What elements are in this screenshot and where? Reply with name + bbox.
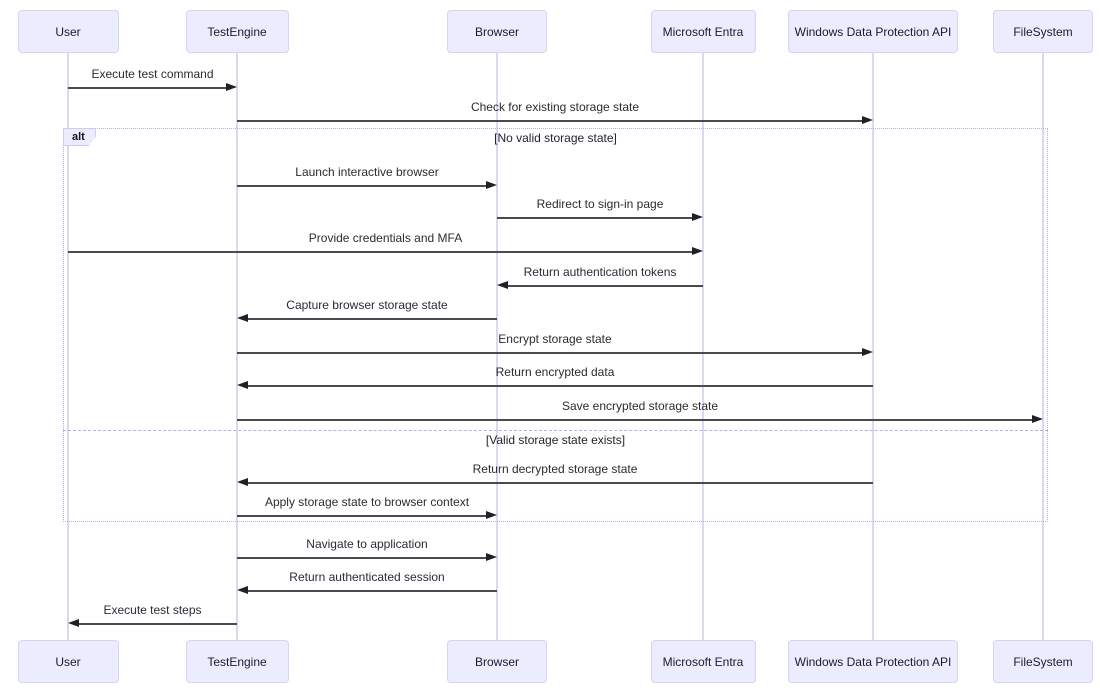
lifeline-filesystem [1042,53,1044,640]
lifeline-browser [496,53,498,640]
lifeline-entra [702,53,704,640]
message-label-execute-test-steps: Execute test steps [103,603,202,617]
lifeline-user [67,53,69,640]
message-label-return-authenticated-session: Return authenticated session [289,570,445,584]
alt-frame [63,128,1048,522]
arrowhead-launch-interactive-browser [486,181,497,189]
message-line-execute-test-command [68,87,227,89]
participant-filesystem-top: FileSystem [993,10,1093,53]
message-line-apply-storage-state-to-browser-context [237,515,487,517]
message-label-navigate-to-application: Navigate to application [306,537,428,551]
lifeline-testengine [236,53,238,640]
arrowhead-execute-test-steps [68,619,79,627]
arrowhead-return-decrypted-storage-state [237,478,248,486]
alt-else-divider [63,430,1048,431]
message-label-return-authentication-tokens: Return authentication tokens [523,265,677,279]
message-line-return-decrypted-storage-state [247,482,873,484]
message-label-provide-credentials-and-mfa: Provide credentials and MFA [308,231,463,245]
participant-browser-bottom: Browser [447,640,547,683]
participant-entra-bottom: Microsoft Entra [650,640,756,683]
arrowhead-capture-browser-storage-state [237,314,248,322]
message-line-navigate-to-application [237,557,487,559]
message-line-return-authenticated-session [247,590,497,592]
arrowhead-return-authentication-tokens [497,281,508,289]
arrowhead-check-for-existing-storage-state [862,116,873,124]
arrowhead-return-encrypted-data [237,381,248,389]
message-line-provide-credentials-and-mfa [68,251,693,253]
message-label-check-for-existing-storage-state: Check for existing storage state [470,100,640,114]
message-label-apply-storage-state-to-browser-context: Apply storage state to browser context [264,495,470,509]
message-line-execute-test-steps [78,623,237,625]
lifeline-wdpapi [872,53,874,640]
participant-wdpapi-top: Windows Data Protection API [788,10,958,53]
message-line-redirect-to-sign-in-page [497,217,693,219]
message-label-redirect-to-sign-in-page: Redirect to sign-in page [536,197,664,211]
arrowhead-provide-credentials-and-mfa [692,247,703,255]
participant-user-bottom: User [17,640,119,683]
message-label-encrypt-storage-state: Encrypt storage state [498,332,612,346]
message-line-capture-browser-storage-state [247,318,497,320]
message-label-return-encrypted-data: Return encrypted data [495,365,615,379]
participant-user-top: User [17,10,119,53]
arrowhead-return-authenticated-session [237,586,248,594]
message-line-launch-interactive-browser [237,185,487,187]
participant-filesystem-bottom: FileSystem [993,640,1093,683]
participant-browser-top: Browser [447,10,547,53]
participant-entra-top: Microsoft Entra [650,10,756,53]
alt-label: alt [63,128,96,146]
message-label-capture-browser-storage-state: Capture browser storage state [286,298,448,312]
arrowhead-execute-test-command [226,83,237,91]
alt-condition-0: [No valid storage state] [494,131,617,145]
participant-testengine-top: TestEngine [185,10,289,53]
message-line-check-for-existing-storage-state [237,120,863,122]
arrowhead-redirect-to-sign-in-page [692,213,703,221]
message-label-launch-interactive-browser: Launch interactive browser [295,165,439,179]
arrowhead-apply-storage-state-to-browser-context [486,511,497,519]
participant-testengine-bottom: TestEngine [185,640,289,683]
message-label-execute-test-command: Execute test command [91,67,214,81]
alt-condition-1: [Valid storage state exists] [485,433,626,447]
message-line-save-encrypted-storage-state [237,419,1033,421]
arrowhead-navigate-to-application [486,553,497,561]
arrowhead-encrypt-storage-state [862,348,873,356]
message-line-return-authentication-tokens [507,285,703,287]
message-label-save-encrypted-storage-state: Save encrypted storage state [561,399,719,413]
message-line-return-encrypted-data [247,385,873,387]
message-label-return-decrypted-storage-state: Return decrypted storage state [472,462,638,476]
arrowhead-save-encrypted-storage-state [1032,415,1043,423]
message-line-encrypt-storage-state [237,352,863,354]
participant-wdpapi-bottom: Windows Data Protection API [788,640,958,683]
